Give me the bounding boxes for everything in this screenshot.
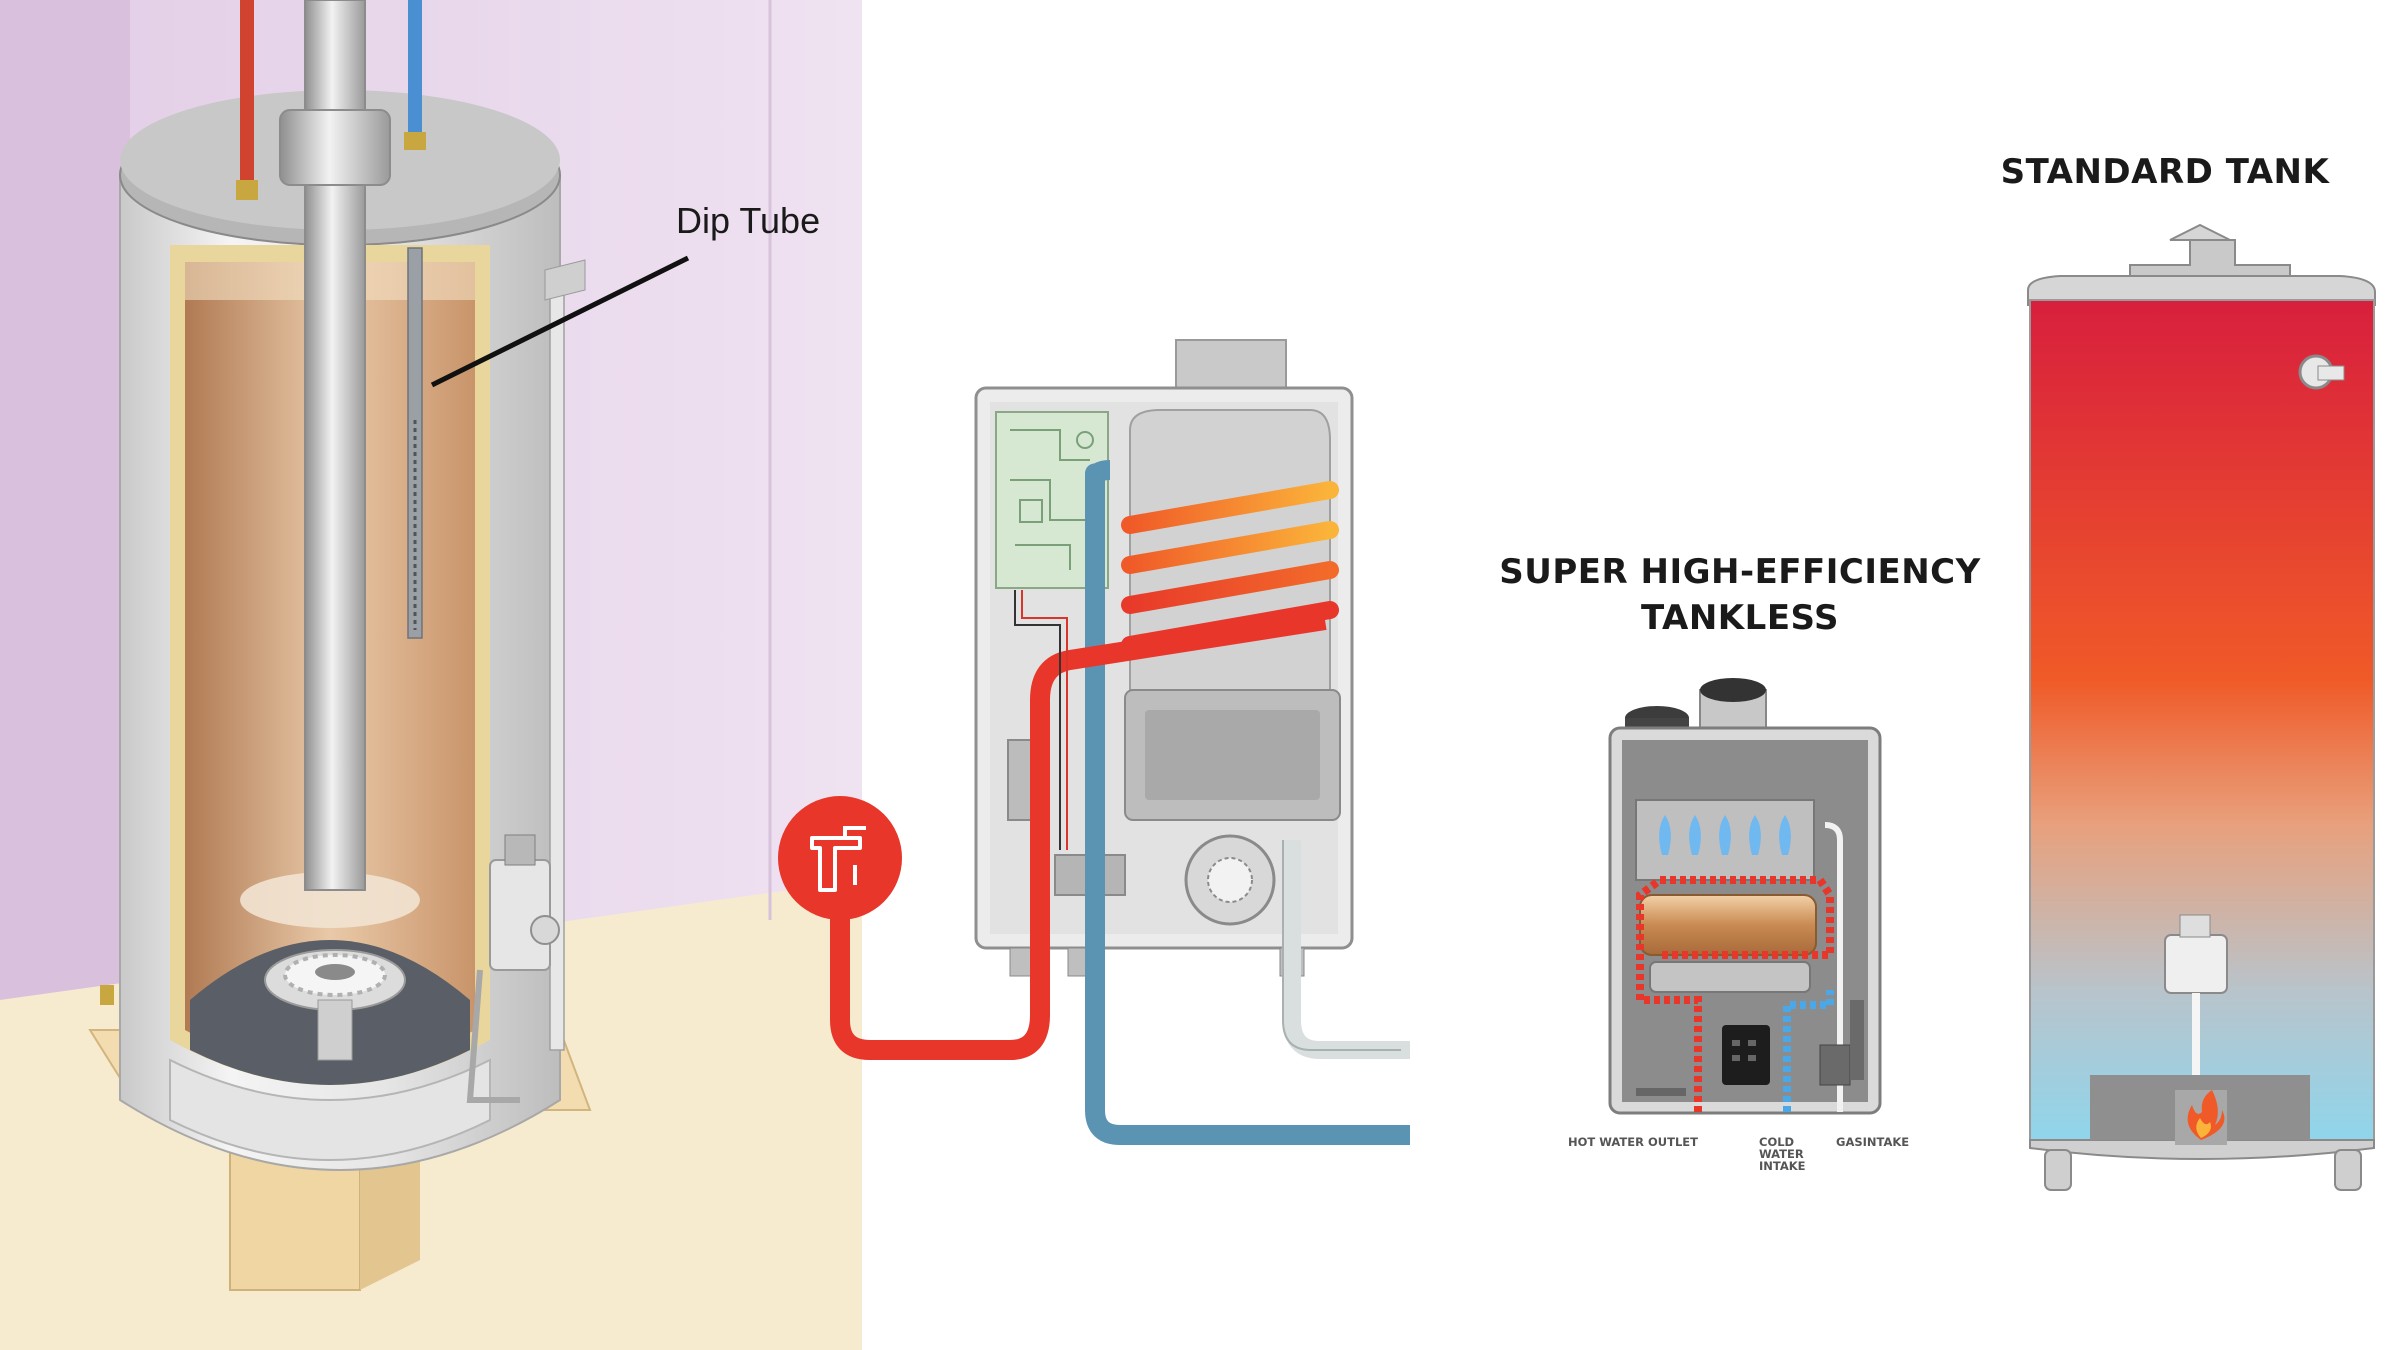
- standard-tank-body: [2029, 299, 2375, 1146]
- burner-flames: [1659, 815, 1791, 855]
- cutaway-tank-scene: [0, 0, 862, 1350]
- dip-tube-callout-line: [430, 255, 690, 388]
- wall-corner-shade: [0, 0, 130, 1110]
- cold-water-pipe: [408, 0, 422, 140]
- dip-tube-label: Dip Tube: [676, 200, 821, 241]
- tankless-title-line1: SUPER HIGH-EFFICIENCY: [1499, 552, 1981, 592]
- burner: [264, 949, 406, 1061]
- gas-intake-label: GASINTAKE: [1836, 1135, 1910, 1149]
- tankless-cutaway: [778, 339, 1410, 1145]
- small-cold-path: [1783, 990, 1834, 1112]
- standard-tank: [2027, 223, 2376, 1191]
- hot-water-pipe: [240, 0, 254, 190]
- cold-water-intake-label: COLD WATER INTAKE: [1759, 1135, 1806, 1173]
- tankless-hot-water-pipe: [830, 610, 1327, 1060]
- tankless-title-line2: TANKLESS: [1640, 598, 1839, 638]
- dip-tube: [407, 247, 423, 639]
- faucet-icon: [778, 796, 902, 920]
- super-high-efficiency-tankless-unit: [1608, 678, 1882, 1115]
- small-hot-path: [1636, 876, 1834, 1112]
- hot-water-outlet-label: HOT WATER OUTLET: [1568, 1135, 1698, 1149]
- blower-fan: [1184, 834, 1276, 926]
- gas-control-valve: [466, 834, 560, 1103]
- standard-tank-title: STANDARD TANK: [2000, 152, 2330, 192]
